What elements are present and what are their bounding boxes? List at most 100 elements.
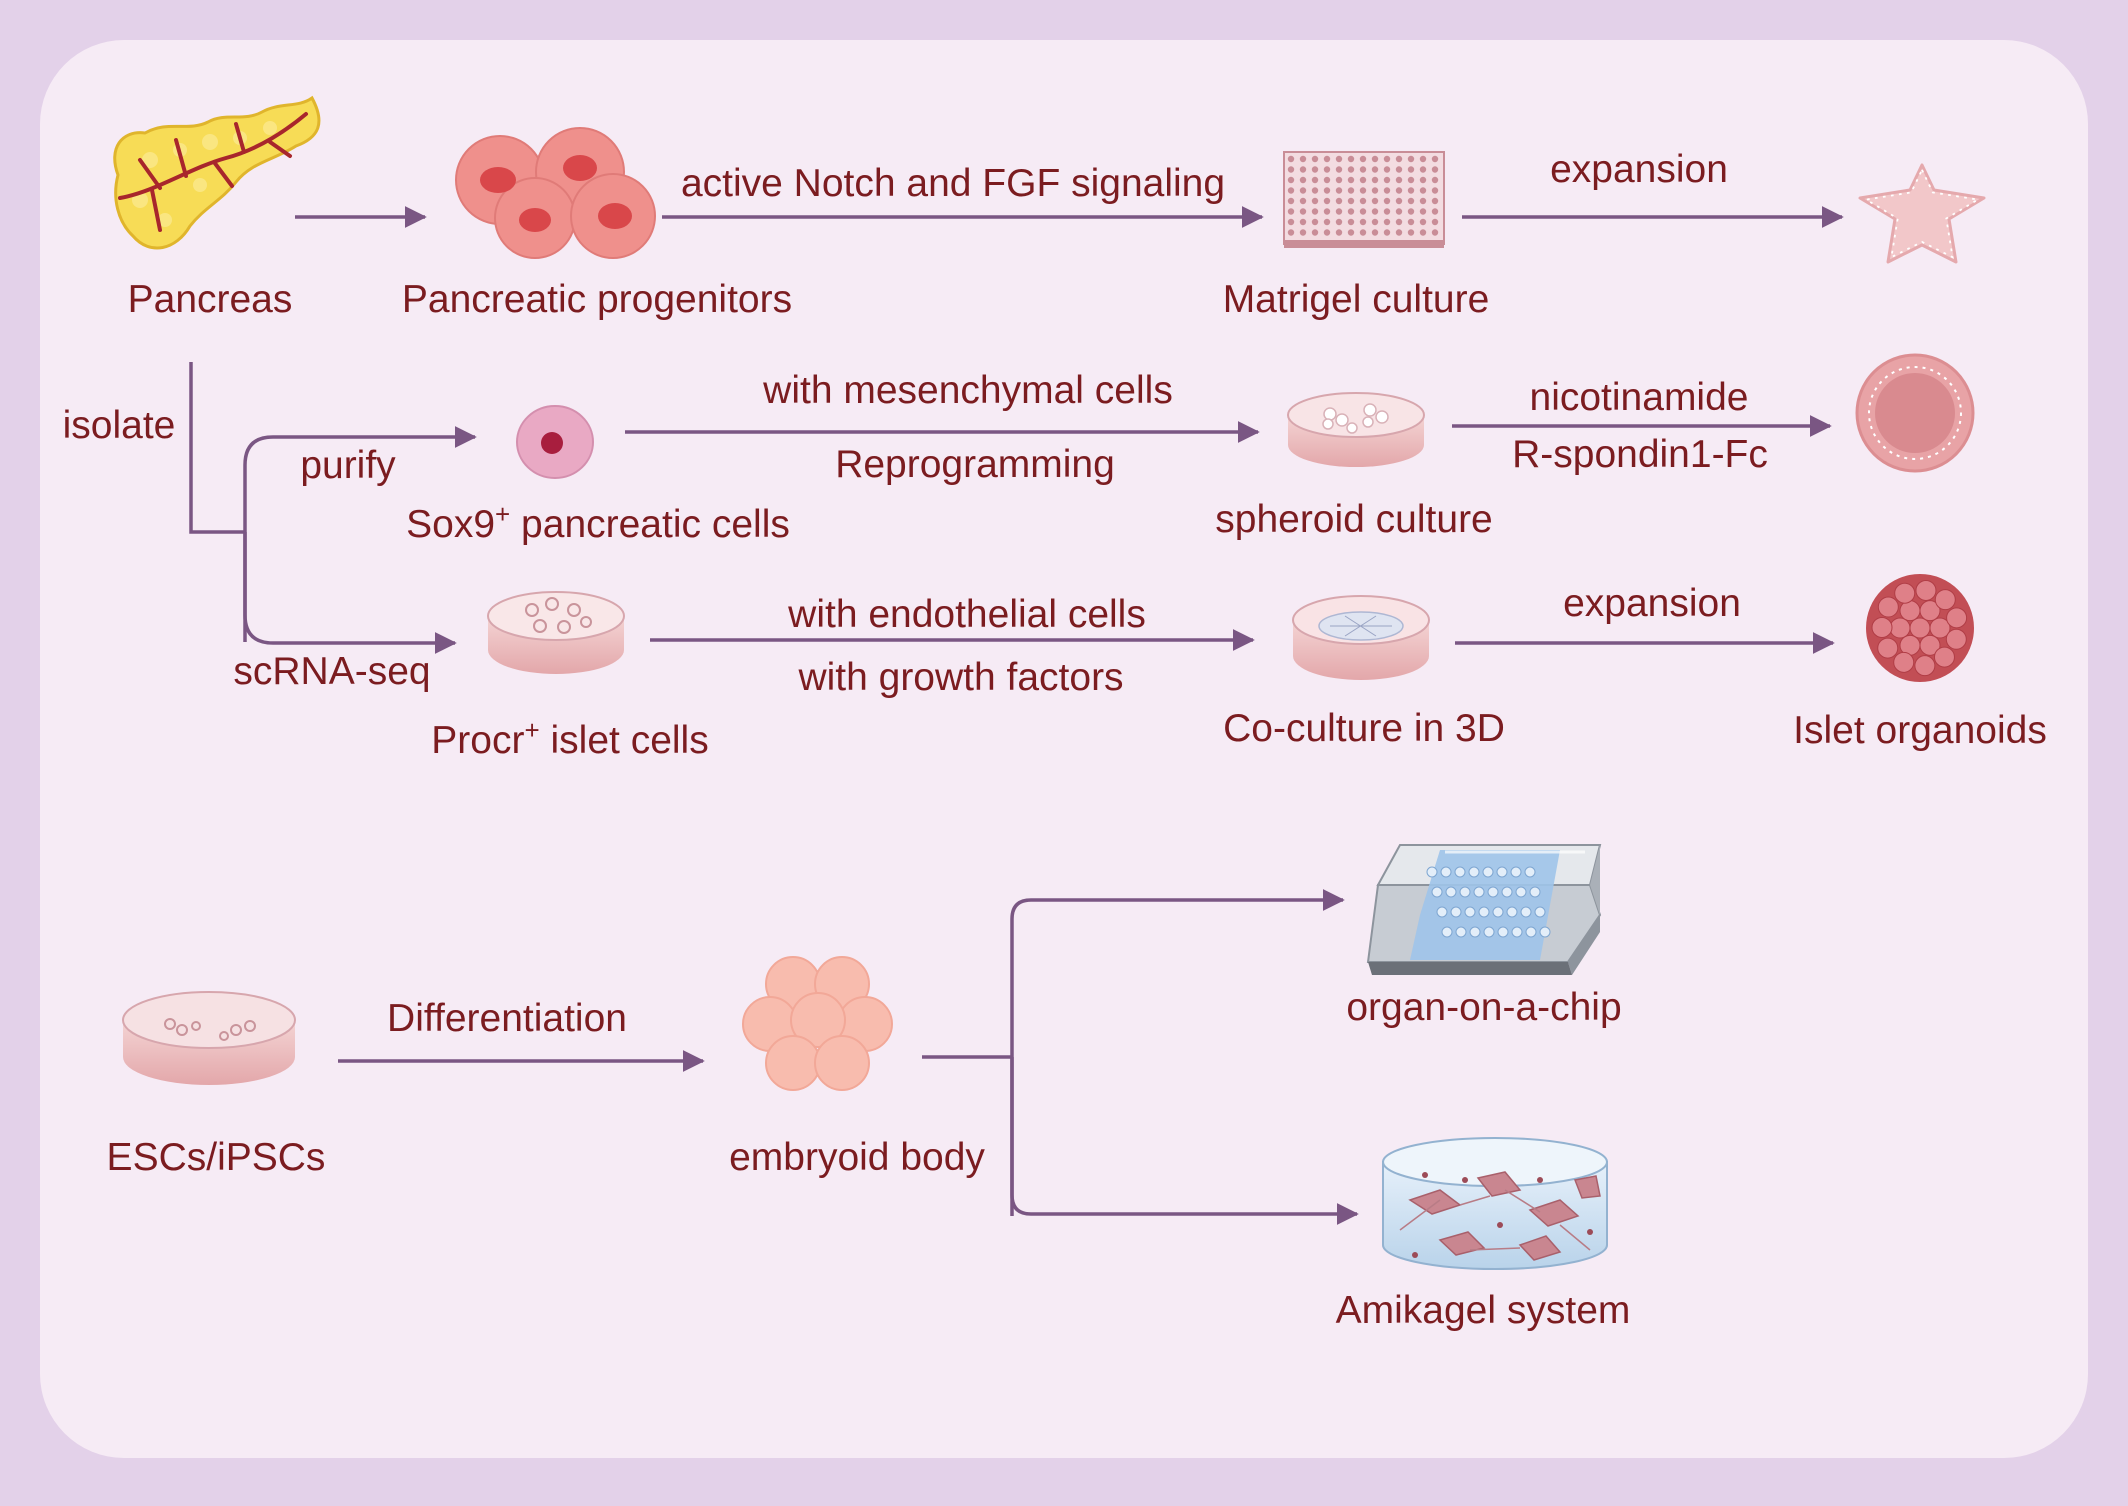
matrigel-well (1395, 208, 1403, 215)
label-islet-organoids: Islet organoids (1793, 709, 2047, 752)
chip-chamber (1511, 926, 1523, 938)
islet-cell (1934, 589, 1956, 611)
matrigel-well (1407, 176, 1415, 184)
organ-on-a-chip-illustration (1366, 844, 1602, 975)
matrigel-well (1323, 197, 1331, 205)
label-differentiation: Differentiation (387, 997, 627, 1040)
procr-dish-illustration (487, 591, 625, 674)
matrigel-well (1395, 166, 1403, 173)
matrigel-well (1395, 176, 1403, 184)
matrigel-well (1311, 187, 1319, 194)
matrigel-well (1419, 229, 1427, 236)
chip-chamber (1436, 906, 1448, 918)
matrigel-well (1323, 187, 1331, 194)
matrigel-well (1347, 229, 1355, 236)
matrigel-well (1407, 208, 1415, 215)
label-organ-on-a-chip: organ-on-a-chip (1346, 986, 1622, 1029)
matrigel-well (1359, 176, 1367, 184)
label-matrigel-culture: Matrigel culture (1222, 278, 1490, 321)
matrigel-well (1395, 155, 1403, 163)
matrigel-well (1407, 166, 1415, 173)
pancreas-illustration (113, 95, 321, 250)
chip-chamber (1496, 866, 1508, 878)
label-expansion-islet: expansion (1563, 582, 1741, 625)
islet-cell (1945, 628, 1967, 650)
label-rspondin: R-spondin1-Fc (1512, 433, 1768, 476)
label-spheroid-culture: spheroid culture (1215, 498, 1493, 541)
matrigel-well (1419, 187, 1427, 194)
matrigel-well (1347, 208, 1355, 215)
matrigel-well (1371, 166, 1379, 173)
arrows (189, 206, 1844, 1225)
matrigel-well (1311, 166, 1319, 173)
matrigel-well (1371, 218, 1379, 226)
matrigel-well (1407, 229, 1415, 236)
matrigel-well (1347, 218, 1355, 226)
procr-rest: islet cells (539, 719, 709, 762)
label-sox9-cells: Sox9+ pancreatic cells (406, 501, 790, 547)
matrigel-well (1335, 208, 1343, 215)
progenitor-cells-illustration (455, 127, 656, 259)
chip-chamber (1464, 906, 1476, 918)
label-isolate: isolate (62, 404, 176, 447)
matrigel-well (1359, 155, 1367, 163)
coculture-dish-illustration (1292, 595, 1430, 680)
matrigel-well (1323, 208, 1331, 215)
label-pancreas: Pancreas (127, 278, 293, 321)
matrigel-well (1287, 218, 1295, 226)
chip-chamber (1469, 926, 1481, 938)
chip-chamber (1455, 926, 1467, 938)
star-organoid-illustration (1858, 163, 1986, 264)
chip-chamber (1454, 866, 1466, 878)
matrigel-well (1335, 218, 1343, 226)
label-reprogramming: Reprogramming (835, 443, 1115, 486)
matrigel-well (1431, 176, 1439, 184)
matrigel-well (1407, 187, 1415, 194)
matrigel-well (1299, 166, 1307, 173)
arrow-purify (243, 426, 477, 642)
matrigel-well (1299, 208, 1307, 215)
chip-chamber (1478, 906, 1490, 918)
matrigel-well (1299, 229, 1307, 236)
islet-cell (1893, 651, 1915, 673)
label-procr-cells: Procr+ islet cells (431, 717, 709, 763)
chip-chamber (1459, 886, 1471, 898)
matrigel-well (1299, 176, 1307, 184)
matrigel-well (1371, 229, 1379, 236)
matrigel-well (1383, 197, 1391, 205)
chip-chamber (1450, 906, 1462, 918)
matrigel-well (1419, 208, 1427, 215)
label-signaling: active Notch and FGF signaling (680, 162, 1226, 205)
matrigel-well (1335, 176, 1343, 184)
matrigel-well (1431, 208, 1439, 215)
chip-chamber (1497, 926, 1509, 938)
label-escs-ipscs: ESCs/iPSCs (106, 1136, 326, 1179)
islet-cell (1909, 617, 1931, 639)
matrigel-well (1311, 176, 1319, 184)
matrigel-well (1335, 187, 1343, 194)
arrow-to-gel (1010, 1057, 1359, 1225)
sox9-sup: + (495, 499, 511, 529)
islet-cell (1933, 646, 1955, 668)
label-embryoid-body: embryoid body (729, 1136, 985, 1179)
chip-chamber (1487, 886, 1499, 898)
label-scrnaseq: scRNA-seq (233, 650, 431, 693)
panel (40, 40, 2088, 1458)
matrigel-well (1383, 229, 1391, 236)
amikagel-illustration (1382, 1137, 1608, 1270)
matrigel-well (1299, 155, 1307, 163)
chip-chamber (1525, 926, 1537, 938)
matrigel-well (1383, 208, 1391, 215)
matrigel-well (1419, 218, 1427, 226)
procr-name: Procr (431, 719, 525, 762)
chip-chamber (1492, 906, 1504, 918)
chip-chamber (1529, 886, 1541, 898)
matrigel-well (1323, 166, 1331, 173)
matrigel-well (1311, 155, 1319, 163)
matrigel-well (1359, 166, 1367, 173)
matrigel-well (1371, 155, 1379, 163)
chip-chamber (1473, 886, 1485, 898)
matrigel-illustration (1283, 151, 1445, 248)
matrigel-well (1287, 208, 1295, 215)
arrow-scrnaseq (243, 532, 457, 654)
